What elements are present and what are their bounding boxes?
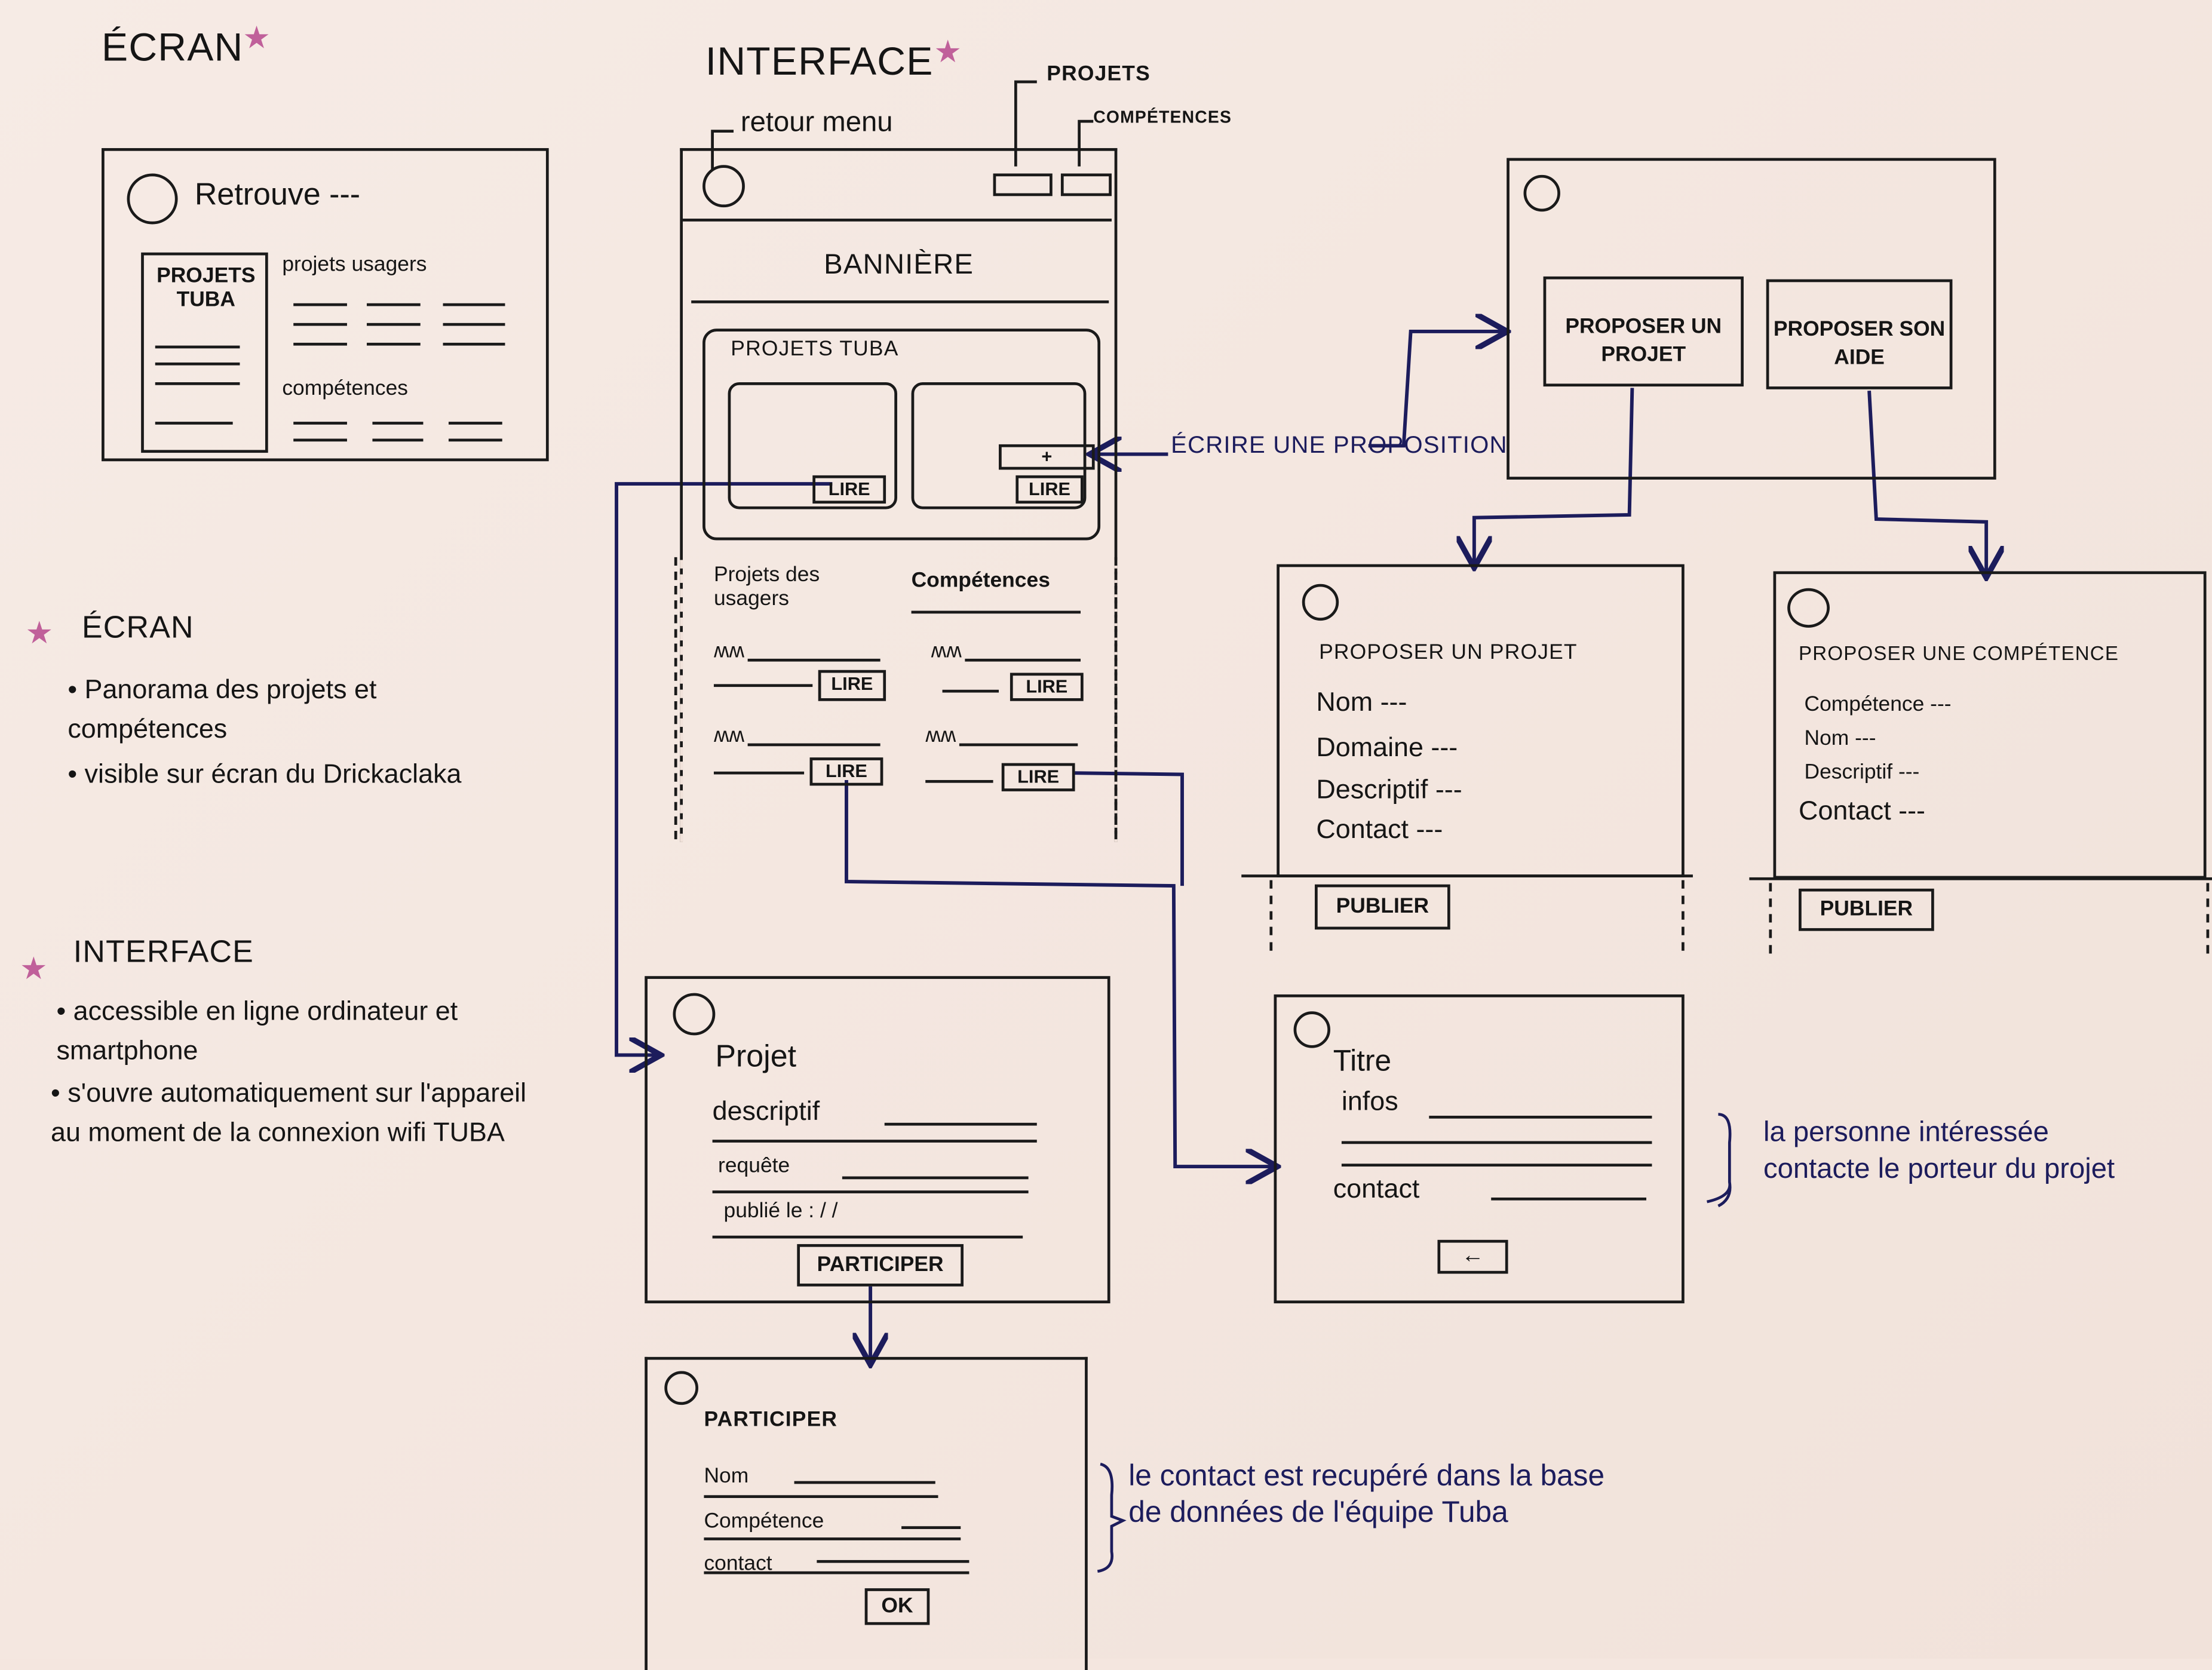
project-form-title: PROPOSER UN PROJET — [1319, 640, 1578, 665]
notes-interface-title: INTERFACE — [73, 934, 254, 969]
notes-interface-bullet: • s'ouvre automatiquement sur l'appareil… — [51, 1079, 527, 1149]
field-label[interactable]: Contact --- — [1316, 815, 1443, 845]
logo-circle-icon — [1523, 174, 1560, 212]
nav-projects-button[interactable] — [993, 173, 1053, 197]
propose-screen: PROPOSER UN PROJET PROPOSER SON AIDE — [1507, 158, 1996, 480]
notes-interface-bullet: • accessible en ligne ordinateur et smar… — [56, 997, 458, 1067]
back-menu-button[interactable] — [702, 165, 745, 208]
read-button[interactable]: LIRE — [1001, 763, 1075, 791]
contact-screen: Titre infos contact ← — [1274, 994, 1685, 1304]
field-label: descriptif — [712, 1097, 820, 1127]
scribble-icon: ʍʍ — [925, 723, 956, 748]
star-icon: ★ — [243, 20, 271, 56]
arrow-project-form — [1474, 388, 1634, 564]
screen-sidebar: PROJETS TUBA — [141, 252, 268, 453]
arrow-lire-to-contact — [845, 779, 1274, 1166]
read-button[interactable]: LIRE — [1016, 475, 1084, 504]
logo-circle-icon — [1787, 588, 1830, 628]
ok-button[interactable]: OK — [864, 1588, 930, 1625]
skills-label: compétences — [282, 376, 409, 401]
logo-circle-icon — [1302, 584, 1339, 621]
tuba-projects-panel: PROJETS TUBA LIRE + LIRE — [702, 329, 1101, 541]
arrow-write-to-propose — [1368, 331, 1504, 448]
field-label[interactable]: Contact --- — [1799, 797, 1925, 827]
propose-project-button[interactable]: PROPOSER UN PROJET — [1543, 276, 1744, 387]
field-label[interactable]: Compétence --- — [1804, 692, 1952, 717]
field-label[interactable]: Descriptif --- — [1316, 775, 1462, 806]
nav-skills-button[interactable] — [1060, 173, 1112, 197]
star-icon: ★ — [20, 950, 48, 986]
read-button[interactable]: LIRE — [818, 670, 886, 701]
screen-header-text: Retrouve --- — [194, 176, 361, 212]
participate-screen: PARTICIPER Nom Compétence contact OK — [645, 1356, 1088, 1670]
project-card: + LIRE — [911, 382, 1095, 509]
publish-project-button[interactable]: PUBLIER — [1315, 884, 1450, 930]
add-proposal-button[interactable]: + — [999, 444, 1095, 470]
read-button[interactable]: LIRE — [812, 475, 886, 504]
notes-screen-title: ÉCRAN — [81, 609, 194, 645]
screen-section-title: ÉCRAN — [102, 25, 244, 69]
tuba-projects-title: PROJETS TUBA — [731, 337, 899, 361]
contact-title: Titre — [1333, 1045, 1392, 1078]
brace-contact — [1707, 1113, 1732, 1208]
project-card: LIRE — [728, 382, 897, 509]
field-label[interactable]: Nom — [704, 1464, 749, 1488]
database-annotation: le contact est recupéré dans la base de … — [1128, 1460, 1605, 1529]
field-label: publié le : / / — [723, 1199, 838, 1223]
screen-wireframe: Retrouve --- PROJETS TUBA projets usager… — [102, 148, 549, 462]
field-label[interactable]: Domaine --- — [1316, 733, 1458, 763]
interface-section-title: INTERFACE — [705, 39, 934, 84]
annot-projects — [1014, 80, 1037, 167]
annotation-back-menu: retour menu — [740, 107, 893, 139]
logo-circle-icon — [127, 173, 178, 225]
write-proposal-annotation: ÉCRIRE UNE PROPOSITION — [1171, 431, 1508, 459]
scribble-icon: ʍʍ — [713, 638, 745, 663]
notes-screen-bullet: • visible sur écran du Drickaclaka — [68, 760, 462, 790]
back-arrow-button[interactable]: ← — [1437, 1239, 1508, 1274]
scribble-icon: ʍʍ — [931, 638, 962, 663]
arrow-lire-to-project — [615, 482, 833, 1055]
arrow-lire-skill — [1075, 771, 1184, 886]
project-title: Projet — [715, 1038, 797, 1074]
arrow-skill-form — [1867, 391, 1986, 574]
star-icon: ★ — [25, 615, 54, 650]
user-projects-heading: Projets des usagers — [713, 563, 820, 611]
publish-skill-button[interactable]: PUBLIER — [1799, 888, 1934, 931]
field-label: contact — [1333, 1175, 1420, 1205]
logo-circle-icon — [673, 993, 716, 1036]
project-detail-screen: Projet descriptif requête publié le : / … — [645, 976, 1110, 1304]
notes-screen-bullet: • Panorama des projets et compétences — [68, 676, 377, 745]
field-label: requête — [718, 1153, 790, 1178]
annot-skills — [1078, 119, 1094, 167]
interface-phone-frame: BANNIÈRE PROJETS TUBA LIRE + LIRE Projet… — [680, 148, 1118, 842]
participate-button[interactable]: PARTICIPER — [797, 1244, 964, 1287]
skill-form: PROPOSER UNE COMPÉTENCE Compétence --- N… — [1773, 571, 2207, 879]
annotation-projects: PROJETS — [1047, 62, 1151, 87]
contact-annotation: la personne intéressée contacte le porte… — [1763, 1117, 2115, 1185]
brace-database — [1097, 1463, 1127, 1573]
field-label[interactable]: Nom --- — [1804, 726, 1876, 751]
star-icon: ★ — [934, 33, 962, 69]
offer-help-button[interactable]: PROPOSER SON AIDE — [1766, 279, 1953, 389]
project-form: PROPOSER UN PROJET Nom --- Domaine --- D… — [1277, 564, 1685, 877]
field-label[interactable]: Descriptif --- — [1804, 760, 1920, 785]
skill-form-title: PROPOSER UNE COMPÉTENCE — [1799, 641, 2119, 665]
annotation-skills: COMPÉTENCES — [1093, 107, 1232, 127]
skills-heading: Compétences — [911, 568, 1050, 593]
field-label[interactable]: Nom --- — [1316, 688, 1407, 719]
banner: BANNIÈRE — [824, 250, 974, 281]
scribble-icon: ʍʍ — [713, 723, 745, 748]
participate-title: PARTICIPER — [704, 1407, 838, 1432]
annot-back — [711, 130, 734, 170]
sidebar-title: PROJETS TUBA — [157, 263, 256, 312]
projects-label: projets usagers — [282, 252, 427, 277]
logo-circle-icon — [1293, 1011, 1330, 1048]
field-label[interactable]: Compétence — [704, 1509, 824, 1534]
read-button[interactable]: LIRE — [809, 757, 883, 786]
read-button[interactable]: LIRE — [1010, 673, 1084, 701]
field-label: infos — [1341, 1087, 1398, 1118]
logo-circle-icon — [664, 1371, 698, 1405]
